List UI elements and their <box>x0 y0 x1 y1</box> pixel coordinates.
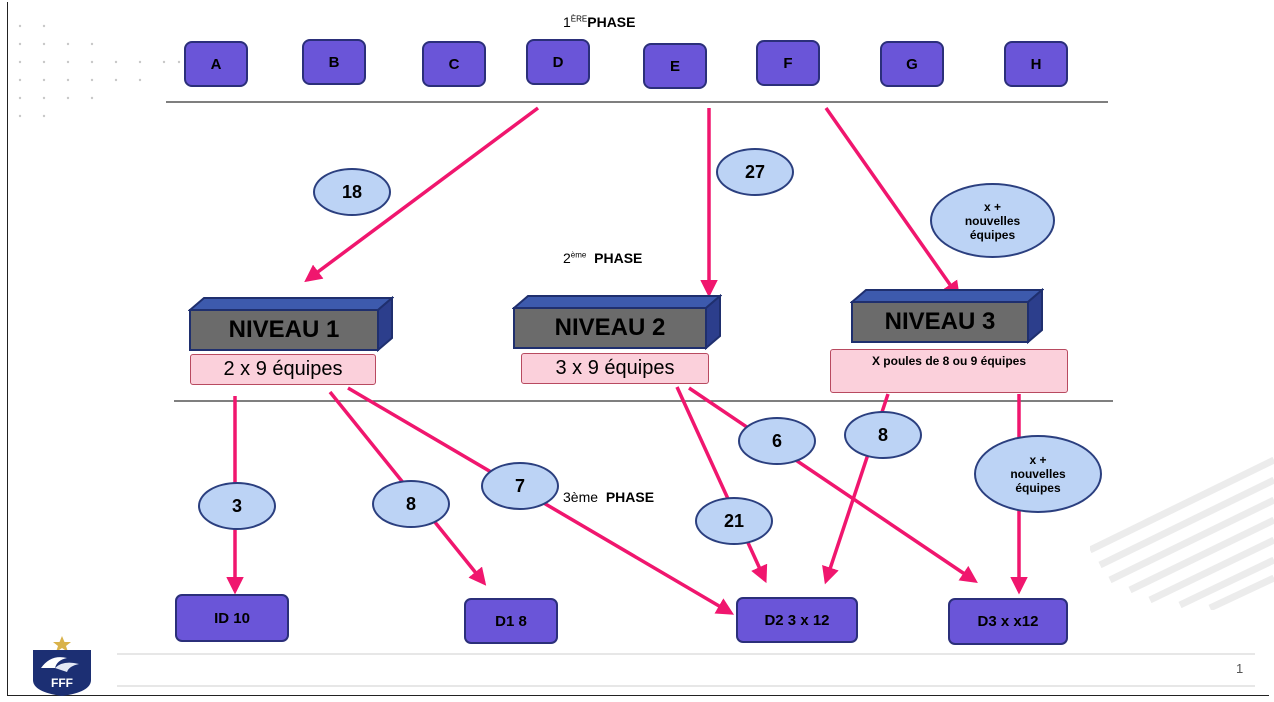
group-e-box: E <box>643 43 707 89</box>
slide-frame <box>7 2 1269 696</box>
niveau3-teams: X poules de 8 ou 9 équipes <box>830 349 1068 393</box>
flow-to-niveau1-oval: 18 <box>313 168 391 216</box>
flow-n1-to-d1-oval: 8 <box>372 480 450 528</box>
flow-n1-to-d2-oval: 7 <box>481 462 559 510</box>
niveau3-block <box>850 288 1044 344</box>
arrow-n2-to-d2 <box>675 386 768 584</box>
group-d-box: D <box>526 39 590 85</box>
niveau2-title: NIVEAU 2 <box>554 314 666 341</box>
group-c-box: C <box>422 41 486 87</box>
destination-d2-box: D2 3 x 12 <box>736 597 858 643</box>
phase1-label: 1ÈREPHASE <box>563 14 636 30</box>
flow-n3-to-d2-oval: 8 <box>844 411 922 459</box>
flow-to-niveau2-oval: 27 <box>716 148 794 196</box>
dot-pattern-decoration <box>18 24 181 118</box>
flow-n1-to-id10-oval: 3 <box>198 482 276 530</box>
destination-d3-box: D3 x x12 <box>948 598 1068 645</box>
destination-d1-box: D1 8 <box>464 598 558 644</box>
group-b-box: B <box>302 39 366 85</box>
arrow-n2-to-d3 <box>688 386 978 583</box>
group-h-box: H <box>1004 41 1068 87</box>
arrow-to-niveau1 <box>304 106 540 283</box>
phase2-label: 2ème PHASE <box>563 250 643 266</box>
niveau2-block <box>512 294 722 350</box>
phase3-label: 3ème PHASE <box>563 489 655 505</box>
fff-logo: FFF <box>33 636 91 696</box>
group-a-box: A <box>184 41 248 87</box>
flow-n3-to-d3-oval: x + nouvelles équipes <box>974 435 1102 513</box>
page-number: 1 <box>1236 661 1244 676</box>
flow-n2-to-d2-oval: 21 <box>695 497 773 545</box>
niveau2-teams: 3 x 9 équipes <box>521 353 709 384</box>
niveau1-block <box>188 296 394 352</box>
destination-id10-box: ID 10 <box>175 594 289 642</box>
stripe-pattern-decoration <box>1090 456 1274 610</box>
flow-n2-to-d3-oval: 6 <box>738 417 816 465</box>
group-f-box: F <box>756 40 820 86</box>
niveau1-title: NIVEAU 1 <box>228 316 340 343</box>
flow-to-niveau3-oval: x + nouvelles équipes <box>930 183 1055 258</box>
arrow-to-niveau3 <box>824 106 961 299</box>
niveau3-title: NIVEAU 3 <box>884 308 996 335</box>
niveau1-teams: 2 x 9 équipes <box>190 354 376 385</box>
svg-text:FFF: FFF <box>51 676 73 690</box>
group-g-box: G <box>880 41 944 87</box>
